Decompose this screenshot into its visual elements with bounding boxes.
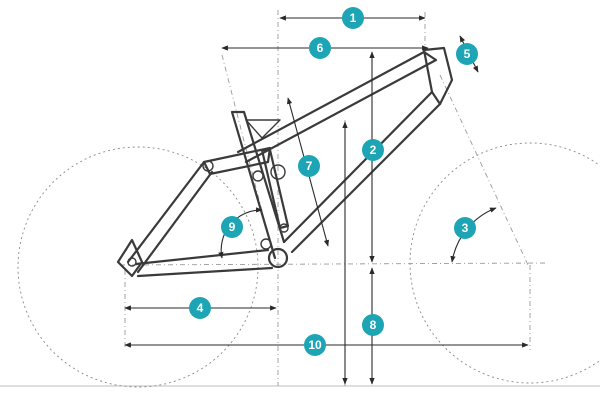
badge-8-label: 8 [370, 318, 377, 332]
badge-2-label: 2 [370, 143, 377, 157]
badge-5-label: 5 [464, 47, 471, 61]
badge-9: 9 [221, 216, 243, 238]
badge-6: 6 [309, 37, 331, 59]
badge-6-label: 6 [317, 41, 324, 55]
badge-1-label: 1 [350, 11, 357, 25]
badge-5: 5 [456, 43, 478, 65]
front-wheel [409, 142, 600, 384]
badge-7: 7 [298, 155, 320, 177]
badge-10-label: 10 [308, 338, 322, 352]
dimension-lines [124, 15, 529, 385]
badge-3: 3 [454, 217, 476, 239]
bike-frame [116, 46, 454, 278]
badge-4-label: 4 [197, 301, 204, 315]
badge-7-label: 7 [306, 159, 313, 173]
badge-1: 1 [342, 7, 364, 29]
badge-2: 2 [362, 139, 384, 161]
badge-4: 4 [189, 297, 211, 319]
badge-8: 8 [362, 314, 384, 336]
rear-wheel [17, 146, 259, 388]
badge-10: 10 [304, 334, 326, 356]
guide-lines [119, 10, 546, 386]
badge-3-label: 3 [462, 221, 469, 235]
badge-9-label: 9 [229, 220, 236, 234]
